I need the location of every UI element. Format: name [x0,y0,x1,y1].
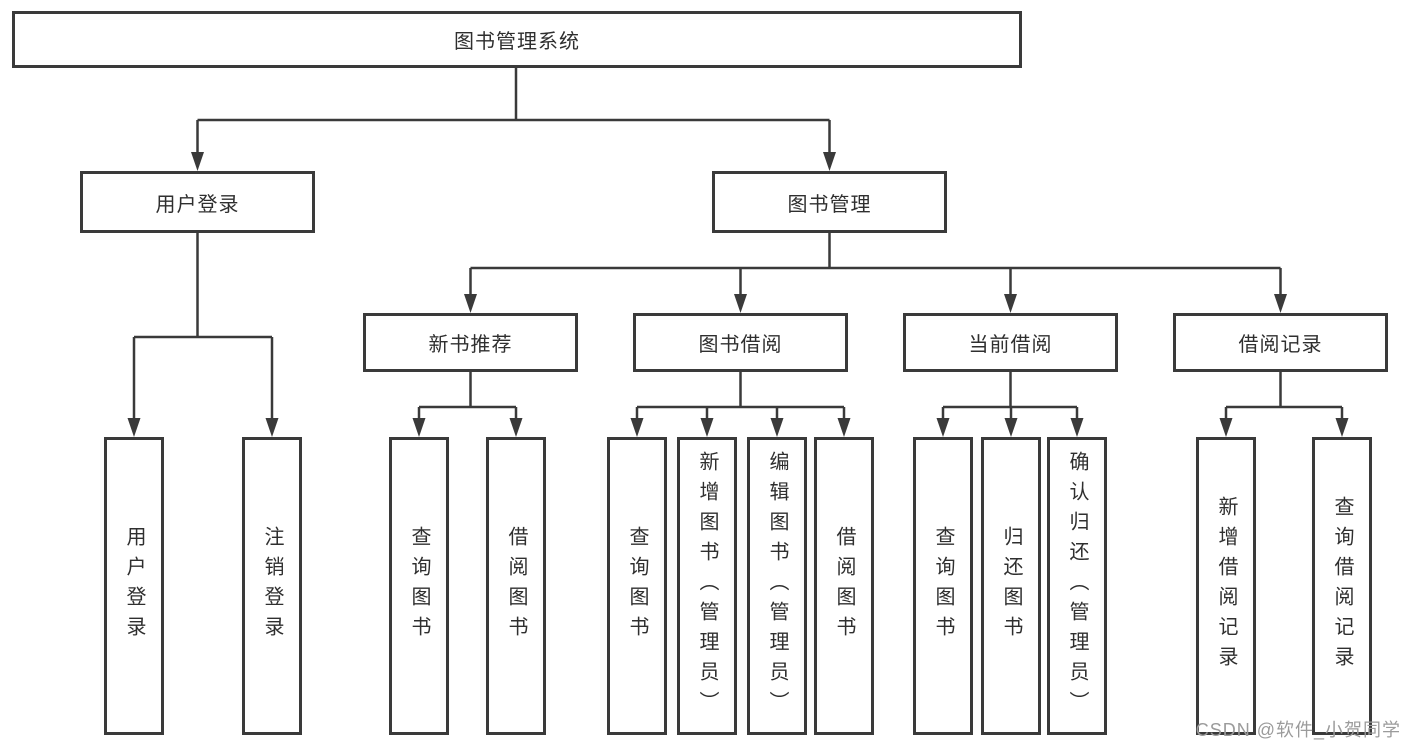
leaf-add-books-admin: 新增图书（管理员） [677,437,737,735]
leaf-add-borrow-record-label: 新增借阅记录 [1215,496,1237,676]
leaf-query-books-current: 查询图书 [913,437,973,735]
node-new-book-recommend-label: 新书推荐 [428,334,513,356]
leaf-query-books-borrowing-label: 查询图书 [626,526,648,646]
leaf-add-borrow-record: 新增借阅记录 [1196,437,1256,735]
node-root-label: 图书管理系统 [454,31,580,53]
leaf-return-books-label: 归还图书 [1000,526,1022,646]
leaf-borrow-books: 借阅图书 [814,437,874,735]
node-user-login-label: 用户登录 [155,193,240,216]
leaf-logout: 注销登录 [242,437,302,735]
node-borrowing-records: 借阅记录 [1173,313,1388,372]
node-book-borrowing-label: 图书借阅 [698,334,783,356]
leaf-borrow-books-recommend: 借阅图书 [486,437,546,735]
leaf-query-books-current-label: 查询图书 [932,526,954,646]
leaf-query-books-recommend-label: 查询图书 [408,526,430,646]
connector-arrowheads [127,152,1349,437]
node-book-management: 图书管理 [712,171,947,233]
leaf-query-borrow-record-label: 查询借阅记录 [1331,496,1353,676]
leaf-confirm-return-admin-label: 确认归还（管理员） [1066,451,1088,721]
node-current-borrowing: 当前借阅 [903,313,1118,372]
leaf-confirm-return-admin: 确认归还（管理员） [1047,437,1107,735]
leaf-query-books-borrowing: 查询图书 [607,437,667,735]
node-user-login: 用户登录 [80,171,315,233]
leaf-user-login-label: 用户登录 [123,526,145,646]
leaf-borrow-books-recommend-label: 借阅图书 [505,526,527,646]
leaf-user-login: 用户登录 [104,437,164,735]
leaf-return-books: 归还图书 [981,437,1041,735]
node-book-borrowing: 图书借阅 [633,313,848,372]
node-borrowing-records-label: 借阅记录 [1238,334,1323,356]
leaf-add-books-admin-label: 新增图书（管理员） [696,451,718,721]
leaf-edit-books-admin: 编辑图书（管理员） [747,437,807,735]
node-book-management-label: 图书管理 [787,193,872,216]
leaf-query-books-recommend: 查询图书 [389,437,449,735]
leaf-logout-label: 注销登录 [261,526,283,646]
node-current-borrowing-label: 当前借阅 [968,334,1053,356]
leaf-edit-books-admin-label: 编辑图书（管理员） [766,451,788,721]
leaf-borrow-books-label: 借阅图书 [833,526,855,646]
csdn-watermark: CSDN @软件_小贺同学 [1195,720,1401,740]
connector-stems [132,68,1344,421]
node-new-book-recommend: 新书推荐 [363,313,578,372]
node-root: 图书管理系统 [12,11,1022,68]
leaf-query-borrow-record: 查询借阅记录 [1312,437,1372,735]
